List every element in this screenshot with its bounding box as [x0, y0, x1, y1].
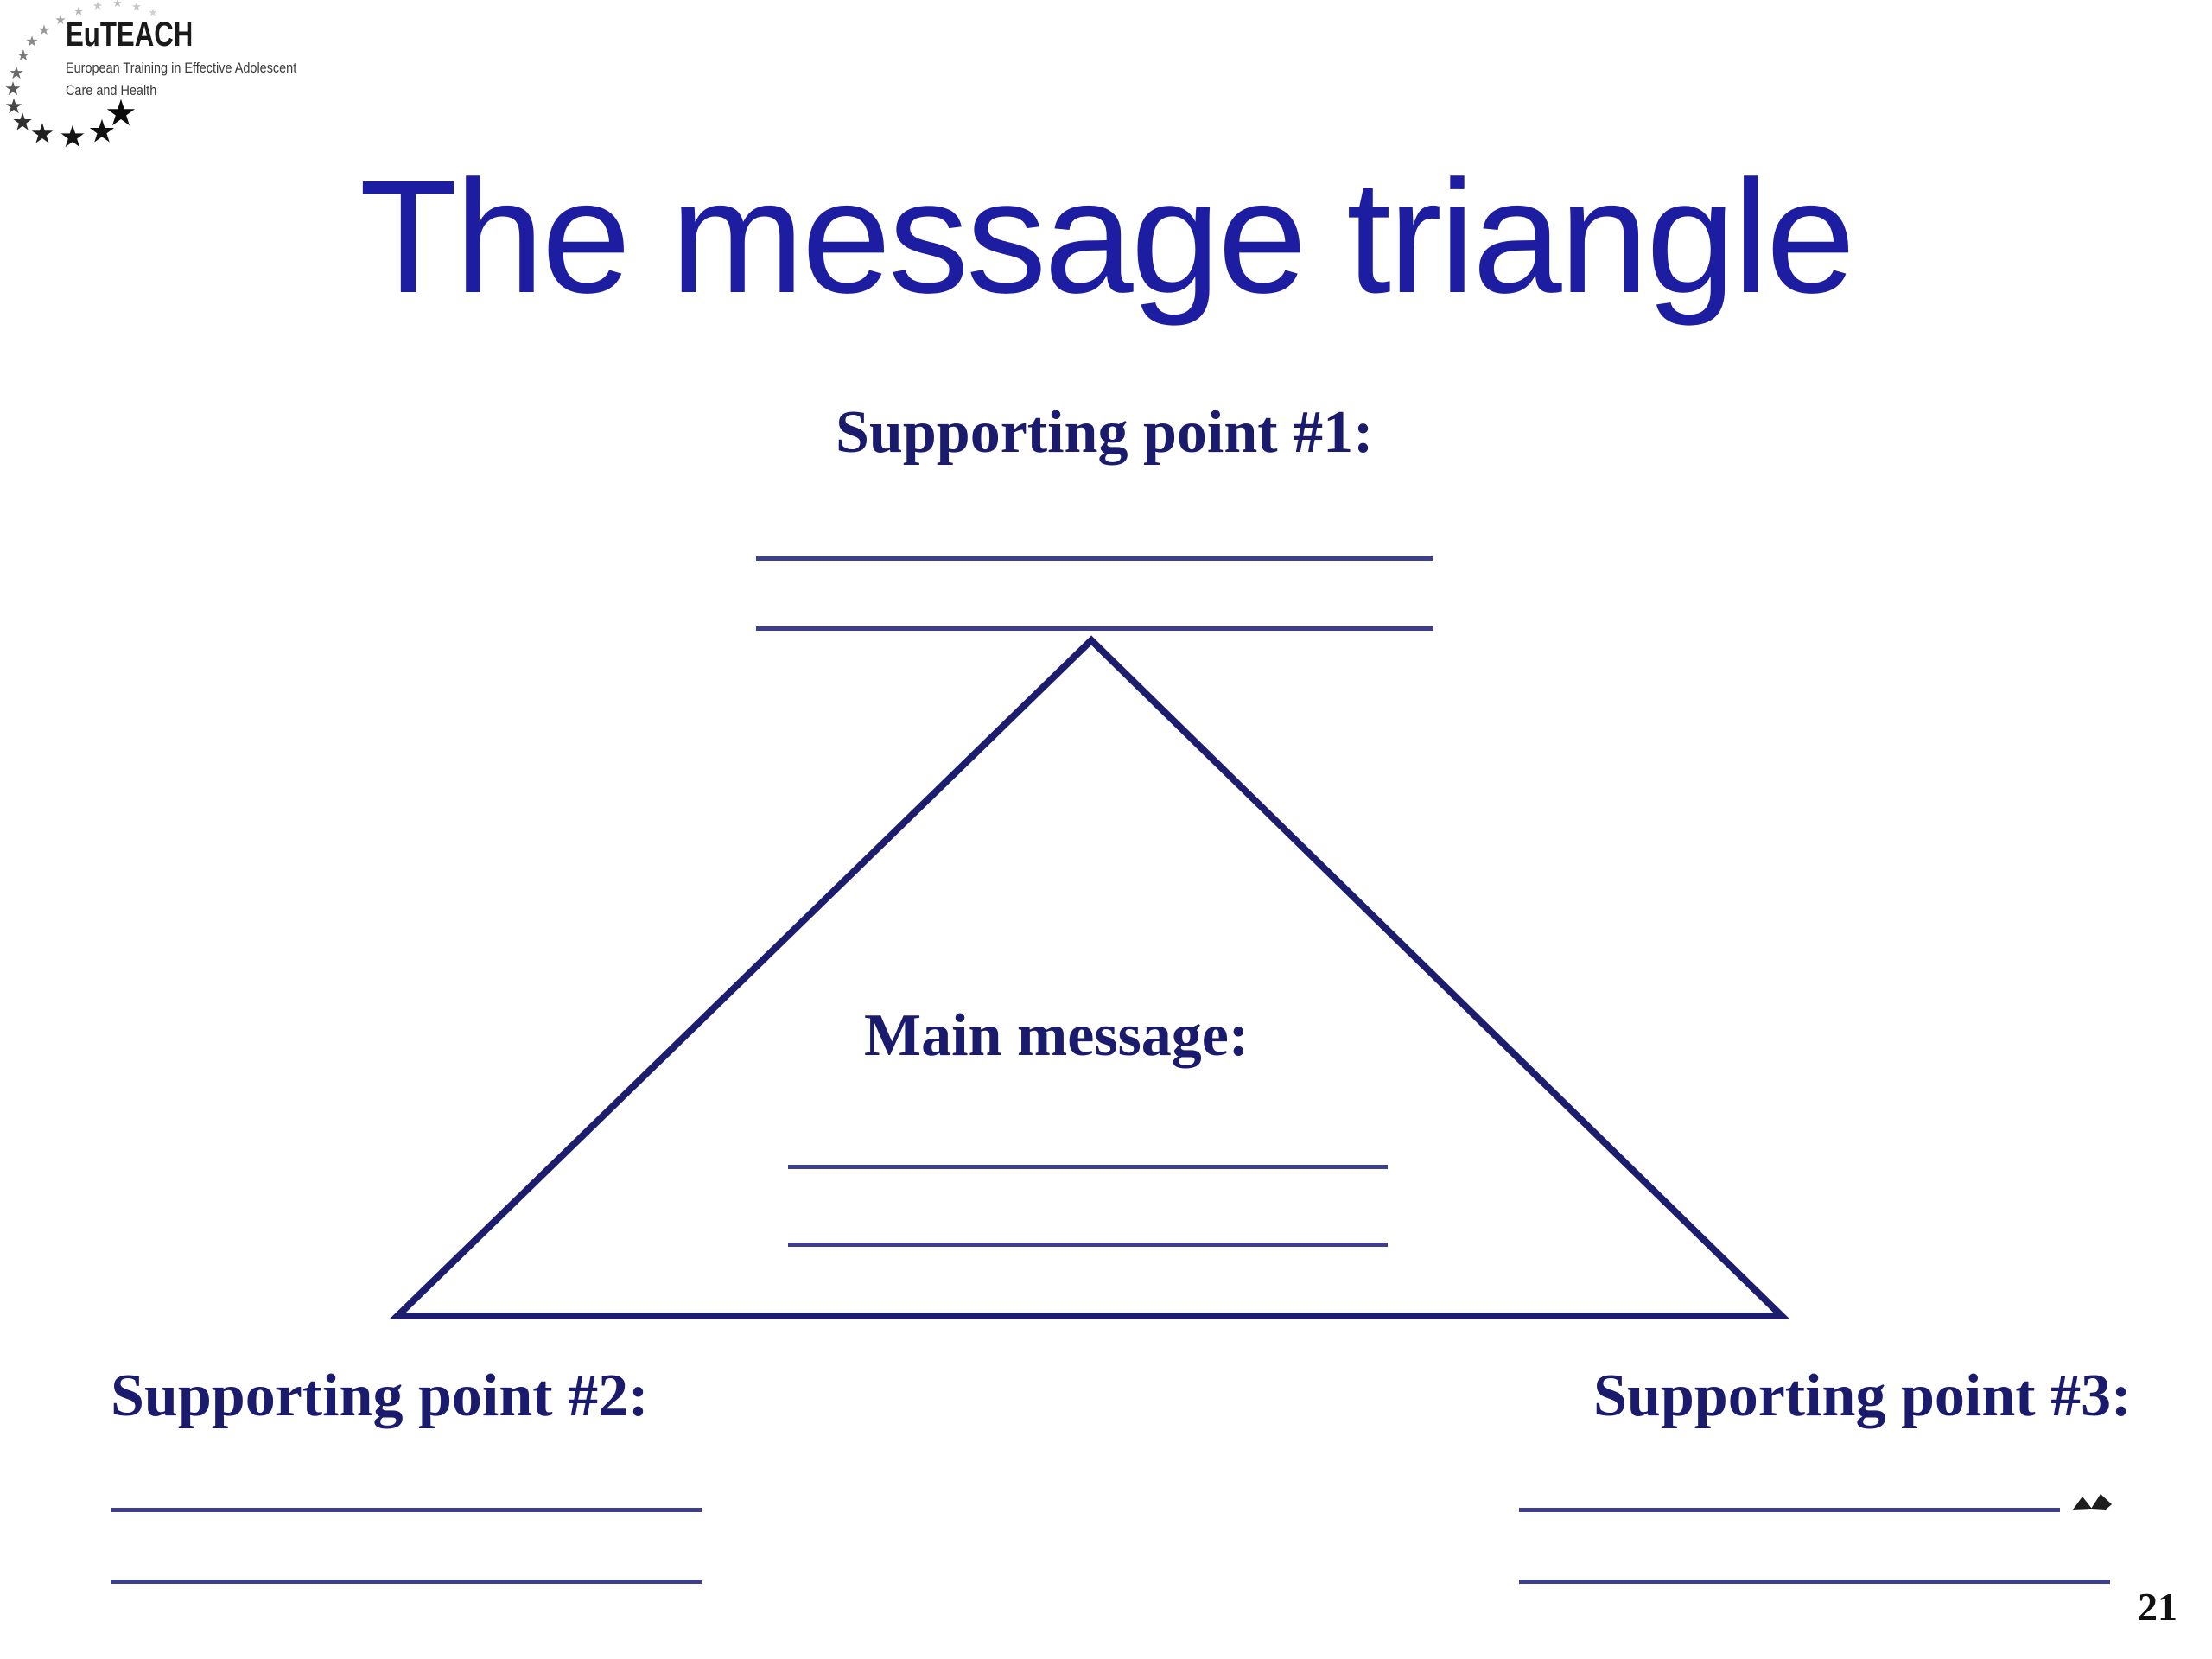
supporting-point-3-blank-line-1 — [1519, 1508, 2060, 1512]
euteach-logo-subtitle-line1: European Training in Effective Adolescen… — [66, 60, 297, 76]
euteach-star-icon: ★ — [148, 6, 158, 19]
supporting-point-2-label: Supporting point #2: — [111, 1363, 649, 1429]
slide-title: The message triangle — [359, 148, 1856, 327]
main-message-blank-line-2 — [788, 1243, 1388, 1247]
supporting-point-3-blank-line-2 — [1519, 1580, 2110, 1584]
euteach-star-icon: ★ — [131, 0, 142, 14]
euteach-star-icon: ★ — [87, 112, 117, 150]
euteach-logo-text: EuTEACH European Training in Effective A… — [66, 17, 337, 103]
euteach-logo-subtitle-line2: Care and Health — [66, 82, 157, 99]
euteach-star-icon: ★ — [4, 78, 22, 100]
main-message-label: Main message: — [864, 1002, 1249, 1069]
euteach-star-icon: ★ — [105, 91, 137, 134]
supporting-point-2-blank-line-1 — [111, 1508, 702, 1512]
supporting-point-1-blank-line-2 — [756, 626, 1433, 631]
euteach-star-icon: ★ — [54, 11, 67, 28]
euteach-star-icon: ★ — [16, 47, 31, 66]
supporting-point-3-label: Supporting point #3: — [1593, 1363, 2132, 1429]
supporting-point-2-blank-line-2 — [111, 1580, 702, 1584]
euteach-star-icon: ★ — [73, 4, 85, 19]
main-message-blank-line-1 — [788, 1165, 1388, 1169]
euteach-star-icon: ★ — [37, 22, 51, 39]
page-number: 21 — [2138, 1585, 2177, 1629]
euteach-star-icon: ★ — [29, 117, 55, 150]
euteach-stars-arc: ★★★★★★★★★★★★★★★★★ — [0, 0, 363, 173]
pen-mark-artifact — [2073, 1497, 2092, 1510]
supporting-point-1-blank-line-1 — [756, 556, 1433, 561]
euteach-star-icon: ★ — [4, 93, 23, 118]
supporting-point-1-label: Supporting point #1: — [836, 399, 1374, 466]
euteach-logo-title: EuTEACH — [66, 16, 194, 54]
euteach-star-icon: ★ — [112, 0, 123, 10]
euteach-logo-subtitle: European Training in Effective Adolescen… — [66, 57, 296, 103]
euteach-star-icon: ★ — [25, 33, 39, 51]
euteach-star-icon: ★ — [92, 0, 103, 13]
euteach-star-icon: ★ — [59, 119, 86, 155]
euteach-star-icon: ★ — [11, 107, 34, 137]
euteach-star-icon: ★ — [9, 62, 24, 83]
triangle-outline — [389, 635, 1790, 1319]
euteach-logo: ★★★★★★★★★★★★★★★★★ EuTEACH European Train… — [0, 0, 363, 173]
pen-mark-artifact — [2091, 1494, 2112, 1510]
